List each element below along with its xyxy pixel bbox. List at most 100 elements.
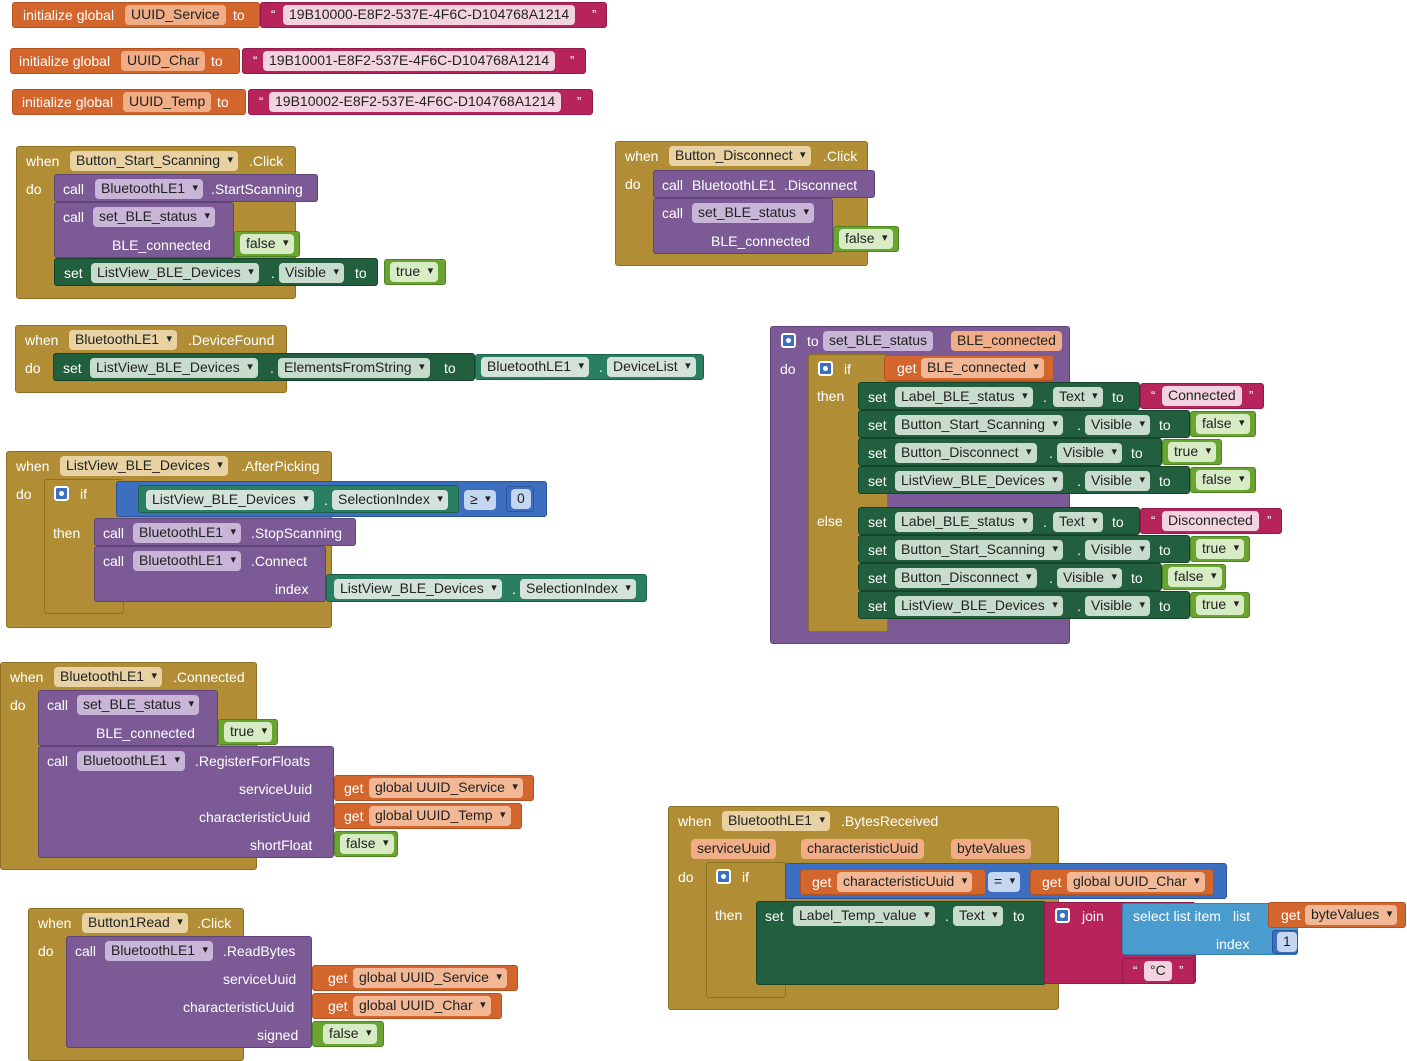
procedure-name-field[interactable]: set_BLE_status xyxy=(823,331,934,351)
boolean-dropdown[interactable]: false xyxy=(1196,414,1250,434)
component-dropdown[interactable]: Label_BLE_status xyxy=(895,387,1033,407)
component-dropdown[interactable]: Button_Start_Scanning xyxy=(895,415,1063,435)
component-dropdown[interactable]: ListView_BLE_Devices xyxy=(895,596,1063,616)
procedure-dropdown[interactable]: set_BLE_status xyxy=(93,207,216,227)
component-dropdown[interactable]: BluetoothLE1 xyxy=(133,551,242,571)
set-disconnect-visible[interactable]: set Button_Disconnect . Visible to xyxy=(858,438,1162,466)
component-dropdown[interactable]: Button_Disconnect xyxy=(895,568,1037,588)
event-param-field[interactable]: serviceUuid xyxy=(691,839,777,859)
logic-true[interactable]: true xyxy=(384,259,446,285)
logic-true[interactable]: true xyxy=(1190,592,1250,618)
text-value-field[interactable]: 19B10002-E8F2-537E-4F6C-D104768A1214 xyxy=(269,92,562,112)
text-celsius[interactable]: “ °C ” xyxy=(1122,958,1194,984)
boolean-dropdown[interactable]: false xyxy=(1196,470,1250,490)
component-dropdown[interactable]: ListView_BLE_Devices xyxy=(60,456,228,476)
text-block-uuid-char[interactable]: “ 19B10001-E8F2-537E-4F6C-D104768A1214 ” xyxy=(242,48,586,74)
property-dropdown[interactable]: ElementsFromString xyxy=(278,358,430,378)
call-set-ble-status[interactable]: call set_BLE_status BLE_connected xyxy=(38,690,218,746)
call-register-floats[interactable]: call BluetoothLE1 .RegisterForFloats ser… xyxy=(38,746,334,858)
variable-dropdown[interactable]: global UUID_Temp xyxy=(369,806,511,826)
call-set-ble-status[interactable]: call set_BLE_status BLE_connected xyxy=(653,198,833,254)
number-field[interactable]: 0 xyxy=(511,489,531,509)
boolean-dropdown[interactable]: false xyxy=(323,1024,377,1044)
set-listview-visible[interactable]: set ListView_BLE_Devices . Visible to xyxy=(54,258,378,286)
gear-icon[interactable] xyxy=(716,869,731,884)
variable-dropdown[interactable]: global UUID_Service xyxy=(369,778,523,798)
property-dropdown[interactable]: DeviceList xyxy=(607,357,696,377)
property-dropdown[interactable]: Visible xyxy=(1085,471,1150,491)
global-name-field[interactable]: UUID_Char xyxy=(121,51,206,71)
text-block-uuid-service[interactable]: “ 19B10000-E8F2-537E-4F6C-D104768A1214 ” xyxy=(260,2,607,28)
set-start-scanning-visible[interactable]: set Button_Start_Scanning . Visible to xyxy=(858,535,1190,563)
call-disconnect[interactable]: call BluetoothLE1 .Disconnect xyxy=(653,170,875,198)
text-block-uuid-temp[interactable]: “ 19B10002-E8F2-537E-4F6C-D104768A1214 ” xyxy=(248,89,593,115)
set-listview-elements[interactable]: set ListView_BLE_Devices . ElementsFromS… xyxy=(53,353,475,381)
get-ble-device-list[interactable]: BluetoothLE1 . DeviceList xyxy=(475,354,704,380)
gear-icon[interactable] xyxy=(54,486,69,501)
get-global-uuid-temp[interactable]: get global UUID_Temp xyxy=(334,803,522,829)
set-label-status-text[interactable]: set Label_BLE_status . Text to xyxy=(858,507,1140,535)
global-name-field[interactable]: UUID_Service xyxy=(125,5,226,25)
boolean-dropdown[interactable]: false xyxy=(240,234,294,254)
get-selection-index[interactable]: ListView_BLE_Devices . SelectionIndex xyxy=(326,574,647,602)
logic-false[interactable]: false xyxy=(1162,564,1226,590)
logic-false[interactable]: false xyxy=(312,1021,384,1047)
component-dropdown[interactable]: BluetoothLE1 xyxy=(105,941,214,961)
component-dropdown[interactable]: ListView_BLE_Devices xyxy=(90,358,258,378)
get-global-uuid-service[interactable]: get global UUID_Service xyxy=(312,965,518,991)
event-param-field[interactable]: characteristicUuid xyxy=(801,839,925,859)
boolean-dropdown[interactable]: true xyxy=(1168,442,1217,462)
boolean-dropdown[interactable]: false xyxy=(1168,567,1222,587)
component-dropdown[interactable]: Button_Disconnect xyxy=(895,443,1037,463)
get-global-uuid-char[interactable]: get global UUID_Char xyxy=(1030,869,1214,895)
compare-op-dropdown[interactable]: = xyxy=(988,872,1021,892)
property-dropdown[interactable]: Text xyxy=(953,906,1003,926)
property-dropdown[interactable]: Visible xyxy=(279,263,344,283)
get-byte-values[interactable]: get byteValues xyxy=(1268,902,1406,928)
property-dropdown[interactable]: Text xyxy=(1053,512,1103,532)
compare-op-dropdown[interactable]: ≥ xyxy=(464,490,496,510)
gear-icon[interactable] xyxy=(781,333,796,348)
component-dropdown[interactable]: ListView_BLE_Devices xyxy=(91,263,259,283)
gear-icon[interactable] xyxy=(818,361,833,376)
component-dropdown[interactable]: Button_Start_Scanning xyxy=(70,151,238,171)
variable-dropdown[interactable]: characteristicUuid xyxy=(837,872,973,892)
component-dropdown[interactable]: ListView_BLE_Devices xyxy=(334,579,502,599)
text-disconnected[interactable]: “ Disconnected ” xyxy=(1140,508,1282,534)
text-value-field[interactable]: 19B10000-E8F2-537E-4F6C-D104768A1214 xyxy=(283,5,576,25)
text-connected[interactable]: “ Connected ” xyxy=(1140,383,1264,409)
property-dropdown[interactable]: Text xyxy=(1053,387,1103,407)
boolean-dropdown[interactable]: true xyxy=(224,722,273,742)
component-dropdown[interactable]: ListView_BLE_Devices xyxy=(895,471,1063,491)
component-dropdown[interactable]: BluetoothLE1 xyxy=(95,179,204,199)
get-selection-index[interactable]: ListView_BLE_Devices . SelectionIndex xyxy=(138,485,459,513)
set-listview-visible[interactable]: set ListView_BLE_Devices . Visible to xyxy=(858,591,1190,619)
variable-dropdown[interactable]: global UUID_Char xyxy=(1067,872,1205,892)
call-stop-scanning[interactable]: call BluetoothLE1 .StopScanning xyxy=(94,518,356,546)
logic-false[interactable]: false xyxy=(1190,467,1256,493)
text-value-field[interactable]: 19B10001-E8F2-537E-4F6C-D104768A1214 xyxy=(263,51,556,71)
set-disconnect-visible[interactable]: set Button_Disconnect . Visible to xyxy=(858,563,1162,591)
logic-false[interactable]: false xyxy=(234,231,300,257)
number-field[interactable]: 1 xyxy=(1277,932,1297,952)
property-dropdown[interactable]: Visible xyxy=(1057,568,1122,588)
logic-true[interactable]: true xyxy=(218,719,278,745)
get-global-uuid-service[interactable]: get global UUID_Service xyxy=(334,775,534,801)
logic-false[interactable]: false xyxy=(334,831,398,857)
get-characteristic-uuid[interactable]: get characteristicUuid xyxy=(800,869,986,895)
property-dropdown[interactable]: SelectionIndex xyxy=(520,579,636,599)
property-dropdown[interactable]: Visible xyxy=(1057,443,1122,463)
procedure-dropdown[interactable]: set_BLE_status xyxy=(692,203,815,223)
variable-dropdown[interactable]: byteValues xyxy=(1305,905,1398,925)
variable-dropdown[interactable]: BLE_connected xyxy=(921,358,1044,378)
property-dropdown[interactable]: Visible xyxy=(1085,596,1150,616)
init-global-uuid-temp[interactable]: initialize global UUID_Temp to xyxy=(12,89,246,115)
component-dropdown[interactable]: BluetoothLE1 xyxy=(54,667,163,687)
gear-icon[interactable] xyxy=(1055,908,1070,923)
boolean-dropdown[interactable]: false xyxy=(340,834,394,854)
logic-false[interactable]: false xyxy=(1190,411,1256,437)
component-dropdown[interactable]: Button1Read xyxy=(82,913,188,933)
call-start-scanning[interactable]: call BluetoothLE1 .StartScanning xyxy=(54,174,318,202)
component-dropdown[interactable]: BluetoothLE1 xyxy=(722,811,831,831)
component-dropdown[interactable]: Button_Start_Scanning xyxy=(895,540,1063,560)
